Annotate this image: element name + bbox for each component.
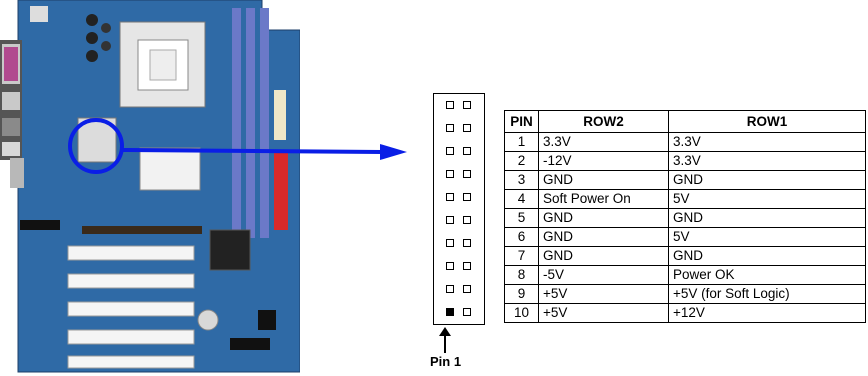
row2-value: GND (538, 170, 669, 190)
connector-pin-row (434, 239, 484, 251)
row2-value: +5V (538, 284, 669, 304)
pin-square (446, 193, 454, 201)
row2-value: GND (538, 208, 669, 228)
connector-pin-row (434, 147, 484, 159)
row1-value: +12V (668, 303, 866, 323)
row1-value: 5V (668, 189, 866, 209)
row2-value: GND (538, 227, 669, 247)
pin-square (463, 216, 471, 224)
row2-value: +5V (538, 303, 669, 323)
pin-square (446, 239, 454, 247)
column-header-pin: PIN (504, 110, 539, 133)
pin-square (463, 170, 471, 178)
pin-square (463, 193, 471, 201)
connector-pin-row (434, 262, 484, 274)
pin-square (446, 262, 454, 270)
pin-square (463, 101, 471, 109)
row1-value: 5V (668, 227, 866, 247)
pin-square (463, 239, 471, 247)
connector-pin-row (434, 193, 484, 205)
pin-number: 10 (504, 303, 539, 323)
pin-number: 2 (504, 151, 539, 171)
row1-value: GND (668, 246, 866, 266)
pin-number: 9 (504, 284, 539, 304)
column-header-row1: ROW1 (668, 110, 866, 133)
connector-pin-row (434, 101, 484, 113)
row1-value: +5V (for Soft Logic) (668, 284, 866, 304)
pin-number: 1 (504, 132, 539, 152)
pin1-arrow-icon (439, 327, 451, 353)
pin-square (463, 124, 471, 132)
row1-value: Power OK (668, 265, 866, 285)
table-row: 10+5V+12V (504, 303, 866, 323)
pin-square (446, 101, 454, 109)
pin-square (463, 262, 471, 270)
table-row: 9+5V+5V (for Soft Logic) (504, 284, 866, 304)
pin-1-square (446, 308, 454, 316)
connector-pin-row (434, 216, 484, 228)
connector-pin-row (434, 170, 484, 182)
row2-value: Soft Power On (538, 189, 669, 209)
connector-pin-row (434, 124, 484, 136)
row1-value: GND (668, 170, 866, 190)
pin1-label: Pin 1 (430, 354, 462, 369)
row2-value: 3.3V (538, 132, 669, 152)
pin-square (463, 147, 471, 155)
row1-value: 3.3V (668, 151, 866, 171)
motherboard-image (0, 0, 300, 373)
row2-value: GND (538, 246, 669, 266)
connector-pin-row (434, 308, 484, 320)
connector-pin-row (434, 285, 484, 297)
pin-number: 6 (504, 227, 539, 247)
row2-value: -12V (538, 151, 669, 171)
row1-value: GND (668, 208, 866, 228)
row1-value: 3.3V (668, 132, 866, 152)
pin-number: 8 (504, 265, 539, 285)
pin-number: 3 (504, 170, 539, 190)
pin-square (446, 124, 454, 132)
pin-number: 4 (504, 189, 539, 209)
connector-diagram (433, 93, 485, 325)
column-header-row2: ROW2 (538, 110, 669, 133)
pin-square (463, 285, 471, 293)
pin-square (446, 216, 454, 224)
pin-square (446, 147, 454, 155)
pin-square (446, 170, 454, 178)
pin-number: 5 (504, 208, 539, 228)
row2-value: -5V (538, 265, 669, 285)
pin-square (446, 285, 454, 293)
pin-square (463, 308, 471, 316)
pin-number: 7 (504, 246, 539, 266)
table-header-row: PIN ROW2 ROW1 (504, 110, 866, 133)
